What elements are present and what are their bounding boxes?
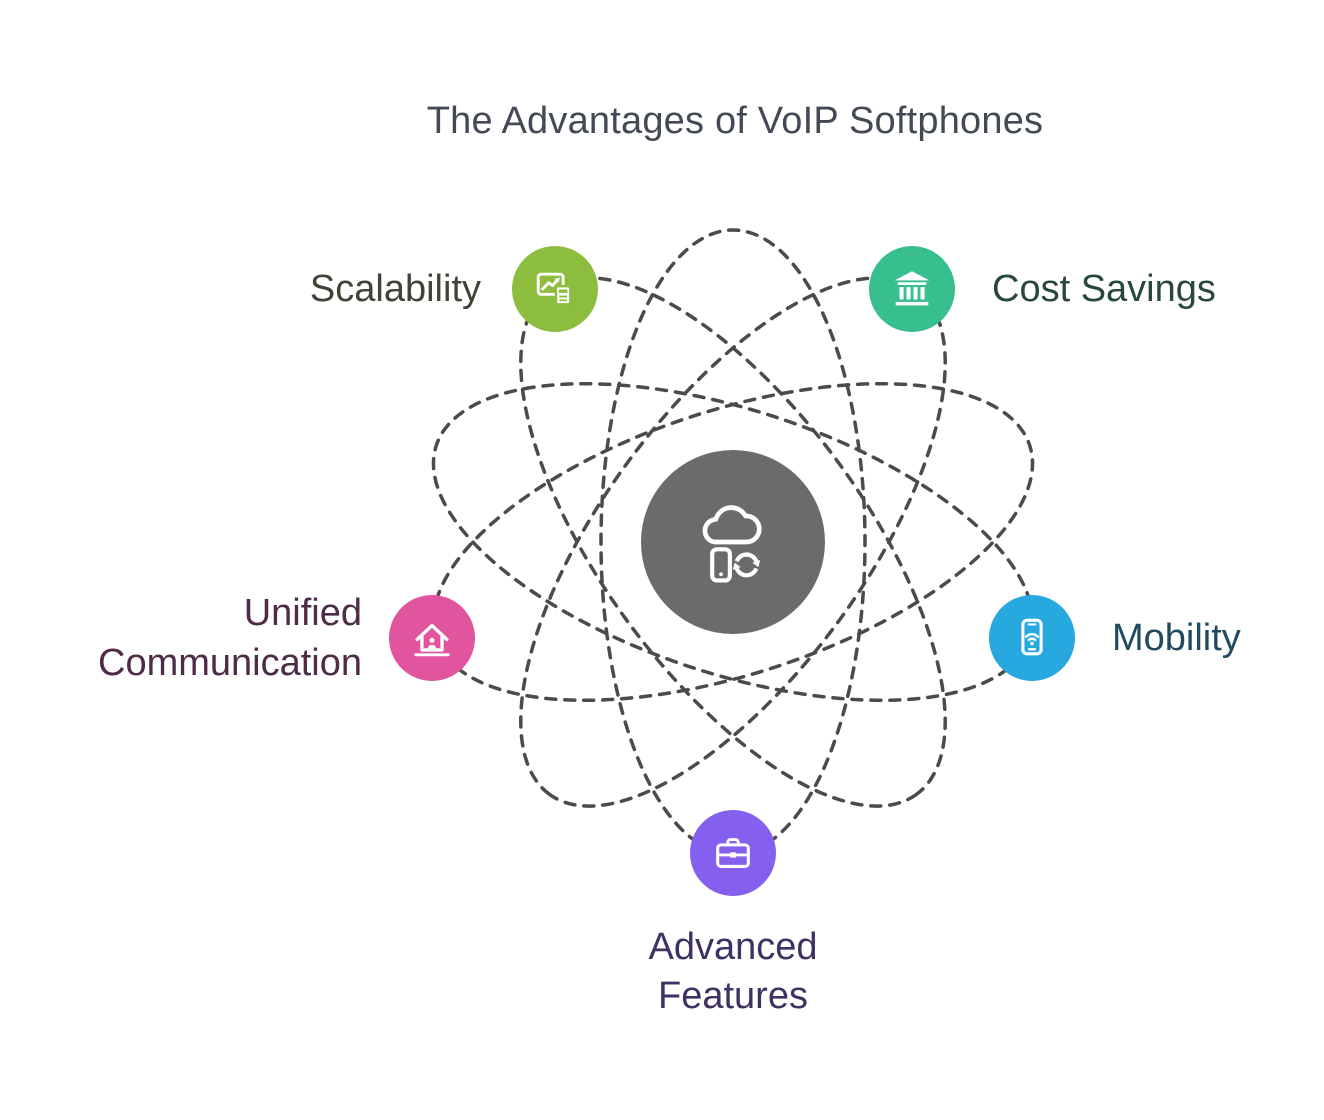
node-scalability (512, 246, 598, 332)
unified-communication-circle (389, 595, 475, 681)
advanced-features-label: Advanced Features (648, 926, 818, 1017)
unified-communication-label: Unified Communication (98, 592, 362, 684)
center-hub-circle (641, 450, 825, 634)
mobile-wifi-icon (1021, 618, 1043, 656)
bank-icon (894, 271, 930, 306)
cloud-device-sync-icon (702, 505, 762, 583)
page-title: The Advantages of VoIP Softphones (426, 100, 1044, 142)
cost-savings-label: Cost Savings (992, 268, 1216, 310)
mobility-label: Mobility (1112, 617, 1241, 659)
node-advanced-features (690, 810, 776, 896)
node-mobility (989, 595, 1075, 681)
mobility-circle (989, 595, 1075, 681)
growth-chart-calculator-icon (536, 272, 572, 306)
briefcase-icon (716, 838, 750, 868)
node-unified-communication (389, 595, 475, 681)
advanced-features-circle (690, 810, 776, 896)
node-cost-savings (869, 246, 955, 332)
scalability-label: Scalability (309, 268, 481, 310)
center-hub (641, 450, 825, 634)
cost-savings-circle (869, 246, 955, 332)
scalability-circle (512, 246, 598, 332)
home-icon (414, 623, 450, 657)
